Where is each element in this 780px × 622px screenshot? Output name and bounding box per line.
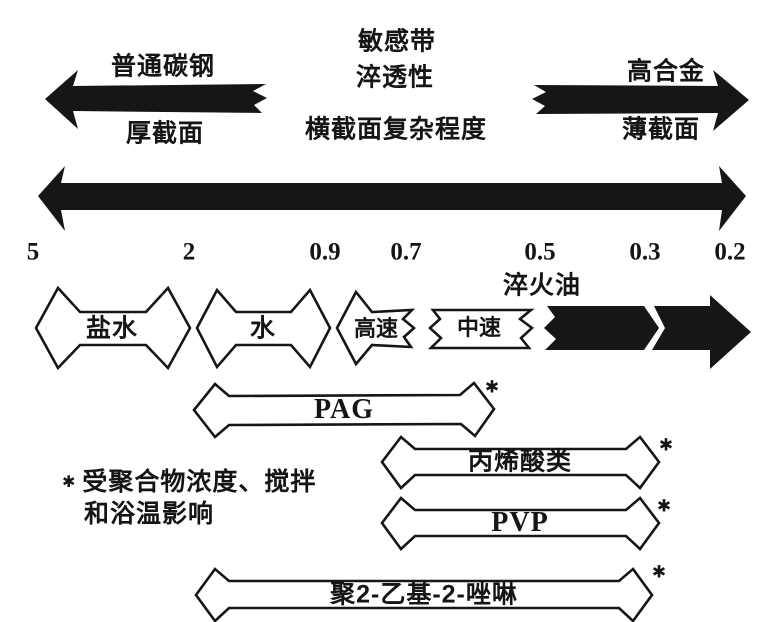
pvp-asterisk: ✱ <box>656 496 672 517</box>
label-fast-speed: 高速 <box>353 316 399 341</box>
footnote-line1: 受聚合物浓度、搅拌 <box>82 468 317 496</box>
oxazoline-arrow <box>194 567 654 622</box>
label-medium-speed: 中速 <box>456 315 502 340</box>
scale-tick-0-9: 0.9 <box>309 238 341 266</box>
carbon-steel-arrow <box>45 70 267 129</box>
pvp-arrow <box>380 496 661 551</box>
scale-tick-0-3: 0.3 <box>629 238 661 266</box>
label-high-alloy: 高合金 <box>626 57 706 86</box>
quench-oil-segment-dark <box>544 306 659 350</box>
scale-tick-0-7: 0.7 <box>390 238 422 266</box>
label-carbon-steel: 普通碳钢 <box>110 52 216 81</box>
quench-oil-arrow-dark <box>652 295 751 369</box>
label-sensitive-band: 敏感带 <box>357 27 437 56</box>
label-section-complexity: 横截面复杂程度 <box>304 115 488 144</box>
footnote-line2: 和浴温影响 <box>84 500 215 528</box>
label-water: 水 <box>249 314 277 343</box>
label-thick-section: 厚截面 <box>125 119 205 148</box>
label-brine: 盐水 <box>85 314 139 343</box>
pag-arrow <box>192 381 496 439</box>
water-arrow <box>195 287 332 370</box>
footnote-asterisk: ✱ <box>62 474 77 491</box>
scale-tick-2: 2 <box>182 238 196 266</box>
scale-tick-0-2: 0.2 <box>714 238 746 266</box>
scale-tick-5: 5 <box>26 238 40 266</box>
brine-arrow <box>34 285 192 371</box>
acrylate-asterisk: ✱ <box>658 435 674 456</box>
label-hardenability: 淬透性 <box>355 63 435 92</box>
label-pvp: PVP <box>491 507 549 538</box>
high-alloy-arrow <box>532 70 749 131</box>
label-pag: PAG <box>313 394 375 425</box>
label-oxazoline: 聚2-乙基-2-唑啉 <box>330 580 518 609</box>
footnote: ✱ 受聚合物浓度、搅拌 和浴温影响 <box>62 466 316 530</box>
oxazoline-asterisk: ✱ <box>651 562 667 583</box>
hardenability-axis-arrow <box>38 166 746 231</box>
fast-oil-arrow <box>335 289 416 367</box>
medium-oil-segment <box>427 308 535 350</box>
acrylate-arrow <box>380 435 661 490</box>
label-quench-oil: 淬火油 <box>502 271 582 300</box>
label-thin-section: 薄截面 <box>621 115 701 144</box>
pag-asterisk: ✱ <box>484 377 500 398</box>
scale-tick-0-5: 0.5 <box>524 238 556 266</box>
label-acrylate: 丙烯酸类 <box>467 447 573 476</box>
